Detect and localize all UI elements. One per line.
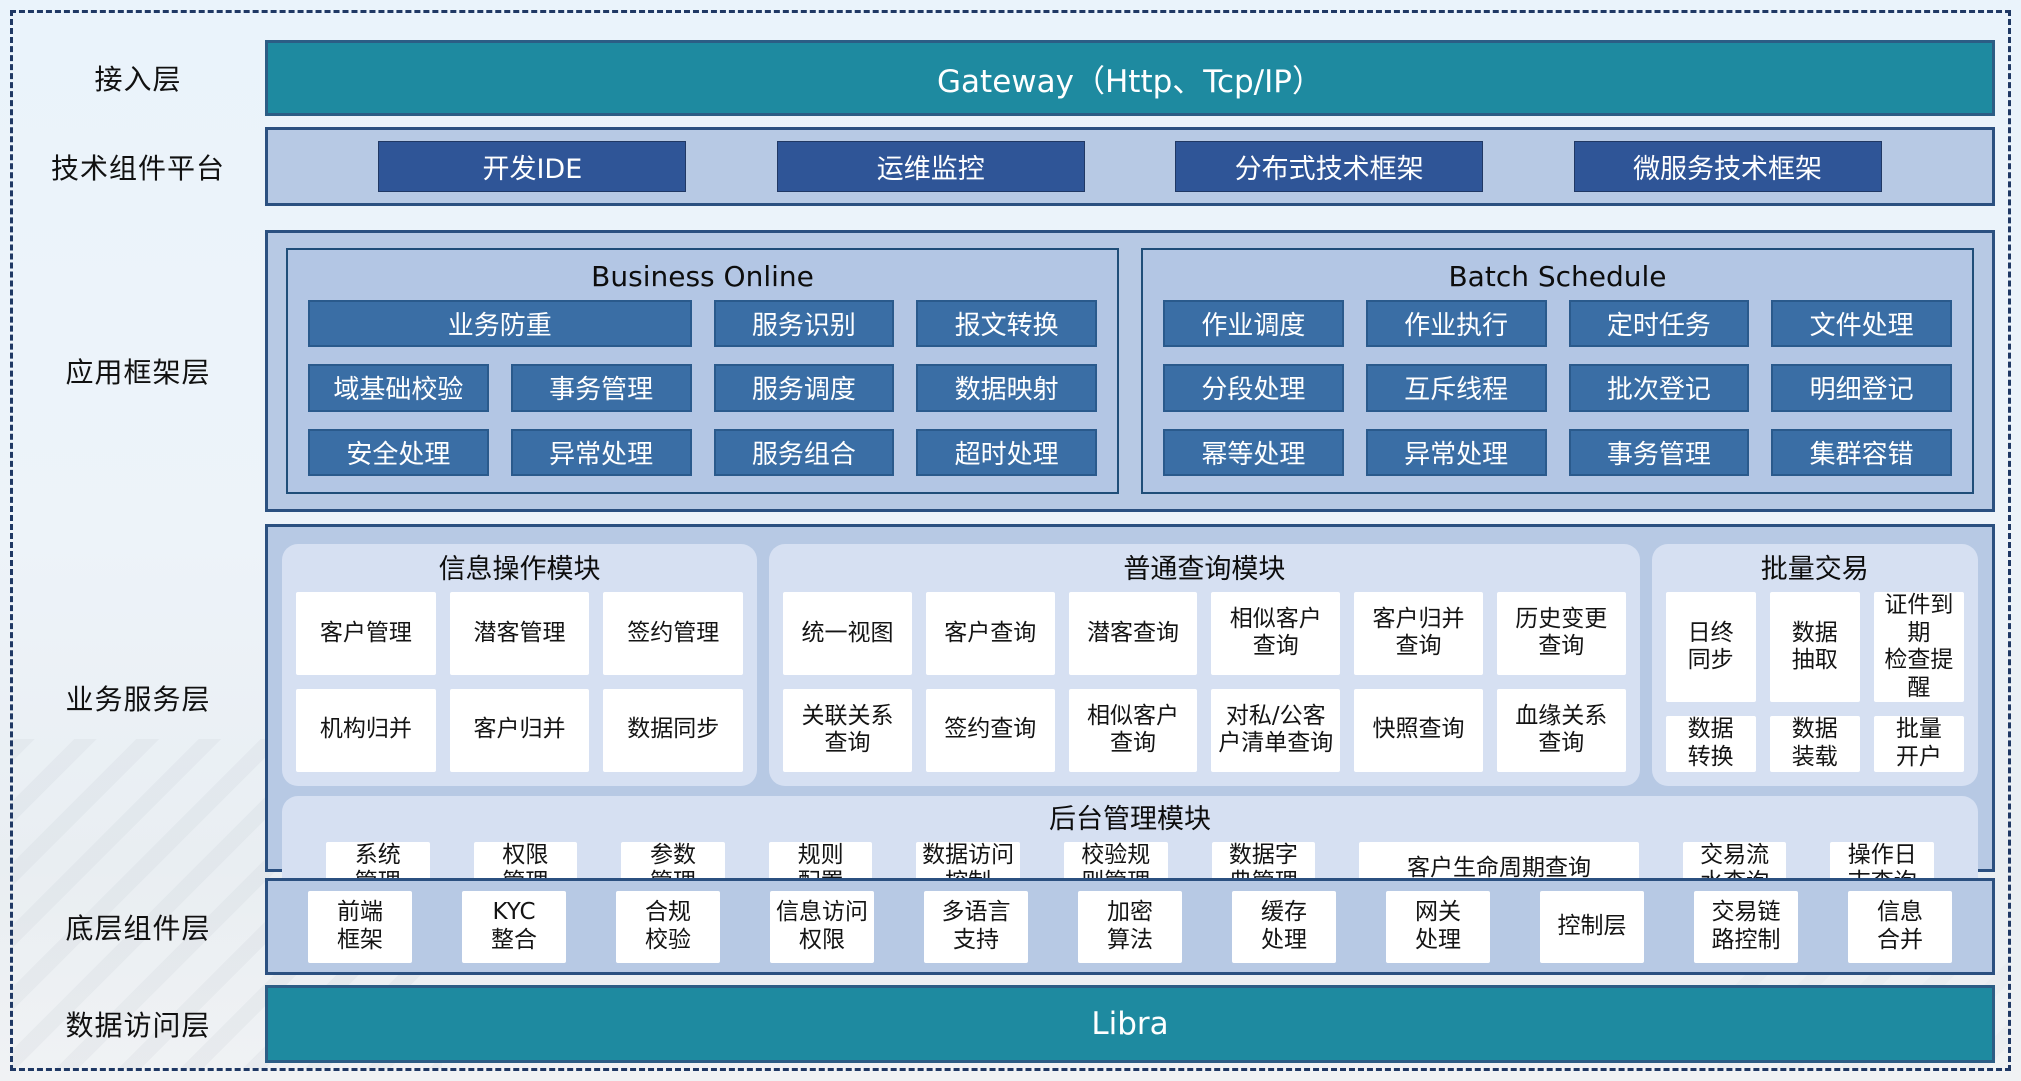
service-modules-row: 信息操作模块 客户管理潜客管理签约管理机构归并客户归并数据同步 普通查询模块 统… [282, 544, 1978, 786]
layer-label-business-service: 业务服务层 [65, 683, 211, 716]
base-component-item: 信息访问 权限 [770, 890, 874, 963]
app-framework-band: Business Online 业务防重服务识别报文转换域基础校验事务管理服务调… [265, 230, 1995, 512]
service-item: 签约管理 [603, 592, 744, 675]
batch-schedule-title: Batch Schedule [1448, 260, 1667, 293]
tech-component-button: 开发IDE [378, 141, 687, 192]
base-component-item: 网关 处理 [1386, 890, 1490, 963]
service-item: 数据 转换 [1665, 716, 1756, 772]
framework-item: 互斥线程 [1365, 364, 1547, 412]
query-module-card: 普通查询模块 统一视图客户查询潜客查询相似客户 查询客户归并 查询历史变更 查询… [769, 544, 1640, 786]
layer-label-data-access: 数据访问层 [65, 1009, 211, 1042]
service-item: 快照查询 [1354, 688, 1483, 772]
base-component-item: KYC 整合 [462, 890, 566, 963]
query-module-title: 普通查询模块 [1123, 554, 1286, 585]
framework-item: 异常处理 [1365, 428, 1547, 476]
service-item: 统一视图 [783, 592, 912, 675]
framework-item: 异常处理 [510, 428, 692, 476]
framework-item: 域基础校验 [308, 364, 489, 412]
service-item: 相似客户 查询 [1068, 688, 1198, 772]
service-item: 客户归并 查询 [1354, 592, 1483, 675]
batch-schedule-section: Batch Schedule 作业调度作业执行定时任务文件处理分段处理互斥线程批… [1141, 248, 1974, 494]
layer-label-access: 接入层 [94, 63, 182, 96]
query-module-grid: 统一视图客户查询潜客查询相似客户 查询客户归并 查询历史变更 查询关联关系 查询… [783, 592, 1626, 772]
framework-item: 安全处理 [308, 428, 489, 476]
service-item: 机构归并 [296, 688, 436, 772]
framework-item: 数据映射 [916, 364, 1097, 412]
framework-item: 文件处理 [1771, 300, 1952, 348]
service-item: 证件到期 检查提醒 [1873, 592, 1964, 703]
framework-item: 集群容错 [1771, 428, 1952, 476]
service-item: 数据同步 [603, 688, 744, 772]
framework-item: 服务识别 [713, 300, 895, 348]
framework-item: 事务管理 [1568, 428, 1750, 476]
business-online-title: Business Online [591, 260, 814, 293]
framework-item: 超时处理 [916, 428, 1097, 476]
layer-label-app-framework: 应用框架层 [65, 356, 211, 389]
service-item: 对私/公客 户清单查询 [1211, 688, 1341, 772]
framework-item: 服务调度 [713, 364, 895, 412]
layer-label-base-components: 底层组件层 [65, 911, 211, 945]
framework-item: 明细登记 [1771, 364, 1952, 412]
framework-item: 批次登记 [1568, 364, 1750, 412]
framework-item: 定时任务 [1568, 300, 1750, 348]
service-item: 潜客查询 [1068, 592, 1198, 675]
base-component-item: 缓存 处理 [1232, 890, 1336, 963]
tech-component-button: 运维监控 [776, 141, 1085, 192]
service-item: 关联关系 查询 [783, 688, 912, 772]
base-component-item: 加密 算法 [1078, 890, 1182, 963]
base-component-item: 合规 校验 [616, 890, 720, 963]
base-component-item: 前端 框架 [308, 890, 412, 963]
business-service-band: 信息操作模块 客户管理潜客管理签约管理机构归并客户归并数据同步 普通查询模块 统… [265, 524, 1995, 911]
service-item: 潜客管理 [449, 592, 590, 675]
framework-item: 业务防重 [308, 300, 692, 348]
gateway-bar: Gateway（Http、Tcp/IP） [265, 40, 1995, 116]
service-item: 历史变更 查询 [1496, 592, 1626, 675]
service-item: 客户管理 [296, 592, 436, 675]
service-item: 日终 同步 [1665, 592, 1756, 703]
base-component-item: 交易链 路控制 [1694, 890, 1798, 963]
framework-item: 作业执行 [1365, 300, 1547, 348]
batch-trade-card: 批量交易 日终 同步数据 抽取证件到期 检查提醒数据 转换数据 装载批量 开户 [1651, 544, 1978, 786]
service-item: 数据 装载 [1769, 716, 1860, 772]
info-operation-module-title: 信息操作模块 [438, 554, 601, 585]
framework-item: 幂等处理 [1163, 428, 1344, 476]
base-components-band: 前端 框架 KYC 整合合规 校验信息访问 权限多语言 支持加密 算法缓存 处理网… [265, 878, 1995, 975]
batch-trade-grid: 日终 同步数据 抽取证件到期 检查提醒数据 转换数据 装载批量 开户 [1665, 592, 1964, 772]
business-online-grid: 业务防重服务识别报文转换域基础校验事务管理服务调度数据映射安全处理异常处理服务组… [308, 300, 1097, 476]
service-item: 数据 抽取 [1769, 592, 1860, 703]
batch-schedule-grid: 作业调度作业执行定时任务文件处理分段处理互斥线程批次登记明细登记幂等处理异常处理… [1163, 300, 1952, 476]
service-item: 相似客户 查询 [1211, 592, 1341, 675]
layer-label-tech-platform: 技术组件平台 [50, 151, 225, 185]
tech-component-button: 分布式技术框架 [1175, 141, 1484, 192]
tech-platform-band: 开发IDE 运维监控 分布式技术框架 微服务技术框架 [265, 127, 1995, 206]
base-component-item: 信息 合并 [1848, 890, 1952, 963]
tech-component-button: 微服务技术框架 [1573, 141, 1882, 192]
service-item: 血缘关系 查询 [1496, 688, 1626, 772]
admin-module-title: 后台管理模块 [1049, 803, 1211, 835]
info-operation-module-card: 信息操作模块 客户管理潜客管理签约管理机构归并客户归并数据同步 [282, 544, 758, 786]
service-item: 客户查询 [925, 592, 1055, 675]
libra-bar: Libra [265, 985, 1995, 1063]
service-item: 签约查询 [925, 688, 1055, 772]
framework-item: 事务管理 [510, 364, 692, 412]
info-operation-grid: 客户管理潜客管理签约管理机构归并客户归并数据同步 [296, 592, 744, 772]
base-component-item: 多语言 支持 [924, 890, 1028, 963]
service-item: 批量 开户 [1873, 716, 1964, 772]
framework-item: 作业调度 [1163, 300, 1344, 348]
batch-trade-title: 批量交易 [1760, 554, 1869, 585]
service-item: 客户归并 [449, 688, 590, 772]
framework-item: 报文转换 [916, 300, 1097, 348]
framework-item: 分段处理 [1163, 364, 1344, 412]
business-online-section: Business Online 业务防重服务识别报文转换域基础校验事务管理服务调… [286, 248, 1119, 494]
base-component-item: 控制层 [1540, 890, 1644, 963]
framework-item: 服务组合 [713, 428, 895, 476]
